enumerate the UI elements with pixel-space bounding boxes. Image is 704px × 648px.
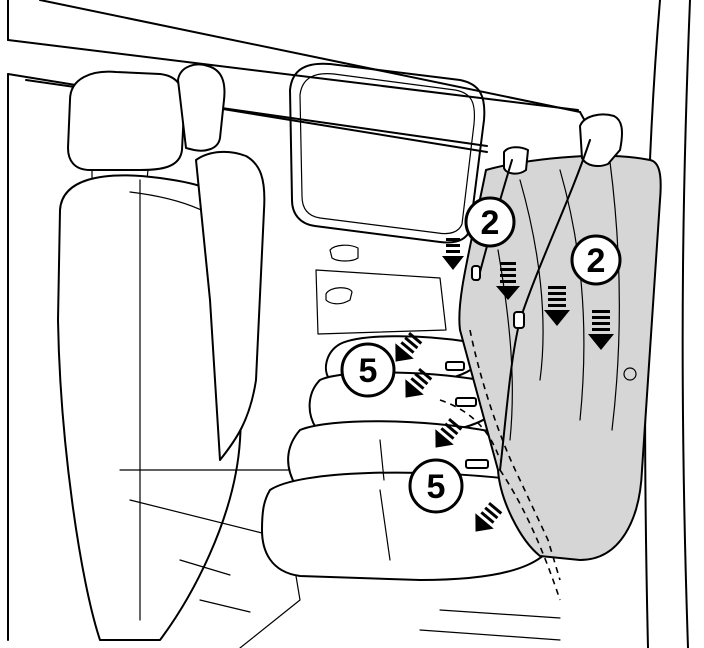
callout-5-middle: 5 [342,344,394,396]
callout-5-bottom: 5 [410,460,462,512]
front-seat [58,65,264,640]
rear-side-window [290,64,484,261]
callout-label: 2 [481,204,500,242]
callout-label: 5 [359,352,378,390]
callout-2-right: 2 [572,236,620,284]
callout-label: 2 [587,242,606,280]
callout-2-top: 2 [466,198,514,246]
side-panel [316,270,446,334]
callout-label: 5 [427,468,446,506]
